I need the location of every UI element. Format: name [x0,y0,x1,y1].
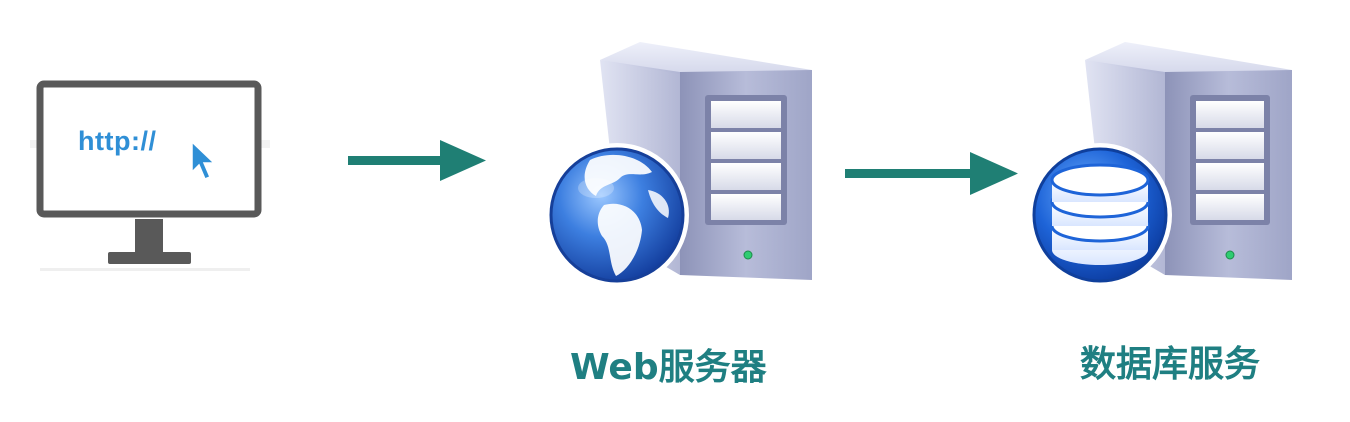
web-server-label: Web服务器 [570,347,767,388]
computer-monitor-icon [30,80,270,271]
mouse-cursor-icon [191,140,216,180]
browser-url-text: http:// [78,126,157,156]
database-icon [1028,143,1172,287]
database-server-label: 数据库服务 [1080,344,1261,385]
arrow-browser-to-web [348,140,486,181]
globe-icon [545,143,689,287]
arrow-web-to-database [845,152,1018,195]
